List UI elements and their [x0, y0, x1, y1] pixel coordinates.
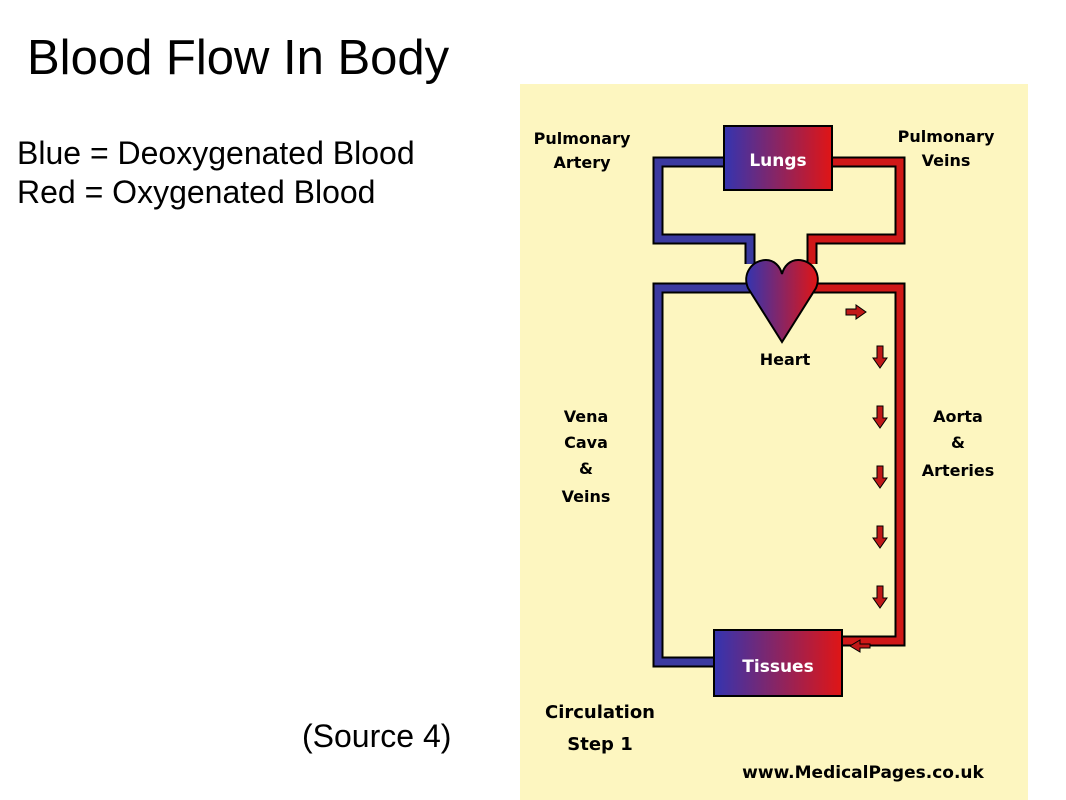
legend-blue: Blue = Deoxygenated Blood — [17, 135, 415, 171]
aorta-label-3: Arteries — [922, 461, 995, 480]
aorta-label-2: & — [951, 433, 965, 452]
pulmonary-veins-label-1: Pulmonary — [898, 127, 995, 146]
arrow-right-icon — [845, 304, 867, 320]
arrow-down-icon — [872, 345, 888, 369]
caption-line-1: Circulation — [545, 702, 655, 723]
color-legend: Blue = Deoxygenated Blood Red = Oxygenat… — [17, 134, 415, 212]
vena-cava-label-4: Veins — [562, 487, 611, 506]
tissues-label: Tissues — [742, 657, 813, 677]
aorta-label-1: Aorta — [933, 407, 983, 426]
slide-title: Blood Flow In Body — [27, 31, 450, 85]
pulmonary-veins-label-2: Veins — [922, 151, 971, 170]
vena-cava-vessel — [654, 284, 758, 666]
arrow-down-icon — [872, 585, 888, 609]
pulmonary-veins-vessel — [808, 158, 904, 264]
pulmonary-artery-vessel — [654, 158, 754, 264]
arrow-down-icon — [872, 465, 888, 489]
flow-arrows — [845, 304, 888, 653]
arrow-down-icon — [872, 405, 888, 429]
lungs-label: Lungs — [749, 151, 806, 171]
source-note: (Source 4) — [302, 718, 452, 754]
heart-label: Heart — [760, 350, 811, 369]
pulmonary-artery-label-1: Pulmonary — [534, 129, 631, 148]
pulmonary-artery-label-2: Artery — [553, 153, 611, 172]
vena-cava-label-2: Cava — [564, 433, 608, 452]
website-label: www.MedicalPages.co.uk — [742, 763, 984, 783]
tissues-box — [713, 629, 843, 697]
arrow-left-icon — [849, 639, 871, 653]
arrow-down-icon — [872, 525, 888, 549]
heart-shape — [745, 258, 819, 344]
circulation-svg: Lungs Tissues Heart Pulmonary Artery Pul… — [534, 125, 995, 783]
vena-cava-label-1: Vena — [564, 407, 609, 426]
aorta-vessel — [806, 284, 904, 645]
caption-line-2: Step 1 — [567, 734, 632, 755]
legend-red: Red = Oxygenated Blood — [17, 174, 376, 210]
vena-cava-label-3: & — [579, 459, 593, 478]
circulation-diagram: Lungs Tissues Heart Pulmonary Artery Pul… — [520, 84, 1028, 800]
lungs-box — [723, 125, 833, 191]
